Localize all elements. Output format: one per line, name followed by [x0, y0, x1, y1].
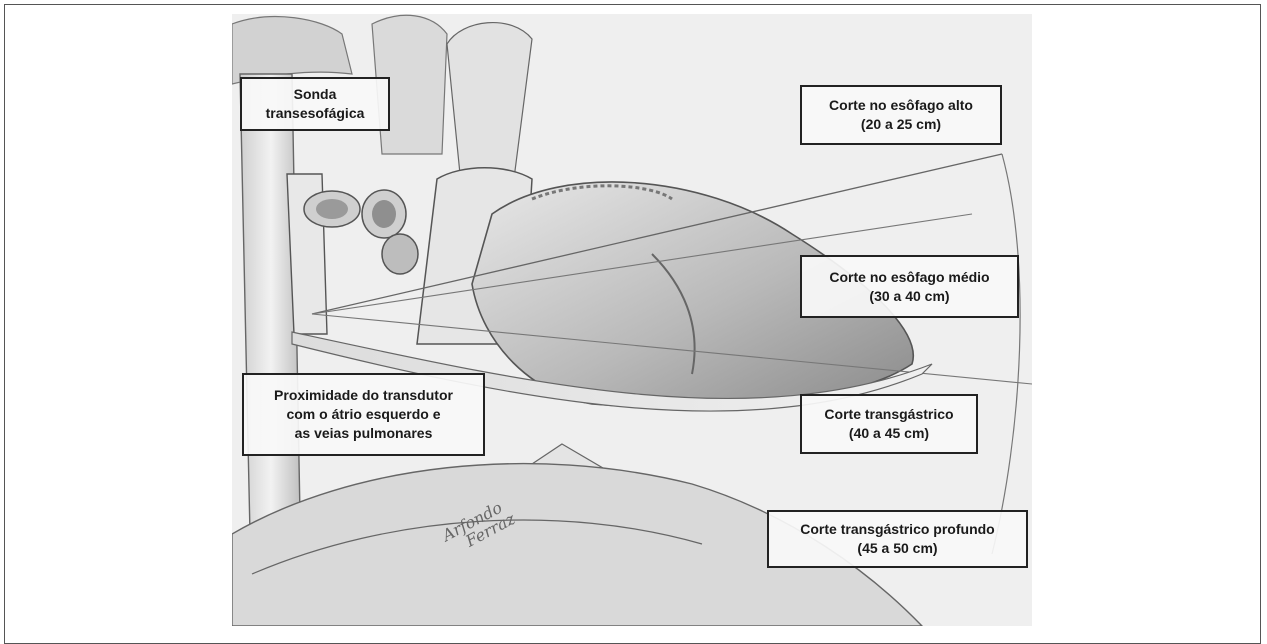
- label-upper-esophagus-line1: Corte no esôfago alto: [829, 96, 973, 115]
- label-transgastric-line2: (40 a 45 cm): [849, 424, 929, 443]
- label-proximity: Proximidade do transdutor com o átrio es…: [242, 373, 485, 456]
- label-proximity-line2: com o átrio esquerdo e: [286, 405, 440, 424]
- label-proximity-line1: Proximidade do transdutor: [274, 386, 453, 405]
- label-probe: Sonda transesofágica: [240, 77, 390, 131]
- label-mid-esophagus: Corte no esôfago médio (30 a 40 cm): [800, 255, 1019, 318]
- label-transgastric-line1: Corte transgástrico: [824, 405, 953, 424]
- pulmonary-vein-1-lumen: [316, 199, 348, 219]
- label-transgastric: Corte transgástrico (40 a 45 cm): [800, 394, 978, 454]
- label-deep-transgastric-line2: (45 a 50 cm): [857, 539, 937, 558]
- label-proximity-line3: as veias pulmonares: [295, 424, 433, 443]
- label-deep-transgastric-line1: Corte transgástrico profundo: [800, 520, 994, 539]
- label-mid-esophagus-line2: (30 a 40 cm): [869, 287, 949, 306]
- pulmonary-vein-2-lumen: [372, 200, 396, 228]
- label-upper-esophagus-line2: (20 a 25 cm): [861, 115, 941, 134]
- label-deep-transgastric: Corte transgástrico profundo (45 a 50 cm…: [767, 510, 1028, 568]
- label-upper-esophagus: Corte no esôfago alto (20 a 25 cm): [800, 85, 1002, 145]
- label-mid-esophagus-line1: Corte no esôfago médio: [829, 268, 989, 287]
- label-probe-line1: Sonda: [294, 85, 337, 104]
- label-probe-line2: transesofágica: [266, 104, 365, 123]
- pulmonary-vein-3: [382, 234, 418, 274]
